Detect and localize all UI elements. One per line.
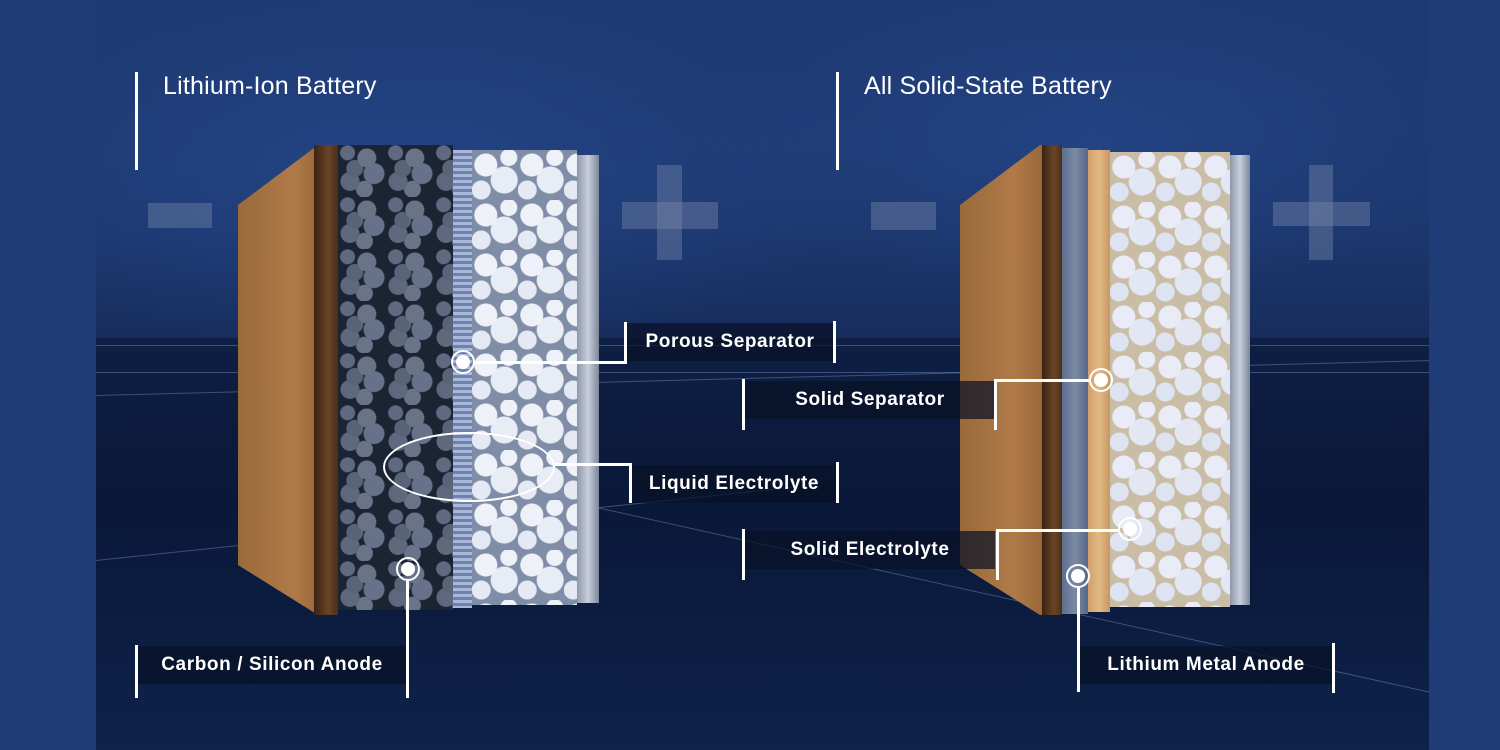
porous-separator-layer: [453, 150, 472, 608]
aluminum-collector-layer: [1230, 155, 1250, 605]
leader-line: [996, 529, 999, 580]
plus-sign-icon: [1309, 165, 1333, 260]
plus-sign-icon: [657, 165, 682, 260]
leader-line: [629, 463, 632, 503]
cathode-layer: [472, 150, 577, 605]
title-accent-bar: [135, 72, 138, 170]
label-end-bar: [1332, 643, 1335, 693]
lithium-metal-anode-label: Lithium Metal Anode: [1080, 646, 1332, 684]
leader-line: [1077, 588, 1080, 692]
copper-collector-edge: [314, 145, 338, 615]
diagram-stage: [96, 0, 1429, 750]
right-border-band: [1429, 0, 1500, 750]
aluminum-collector-layer: [577, 155, 599, 603]
label-start-bar: [135, 645, 138, 698]
left-border-band: [0, 0, 96, 750]
anode-marker-icon: [396, 557, 420, 581]
label-end-bar: [833, 321, 836, 363]
carbon-silicon-anode-layer: [338, 145, 453, 610]
solid-separator-label: Solid Separator: [745, 381, 995, 419]
floor-line: [96, 372, 1429, 373]
leader-line: [994, 379, 1090, 382]
plus-sign-icon: [1273, 202, 1370, 226]
porous-separator-label: Porous Separator: [627, 323, 833, 361]
leader-line: [624, 322, 627, 364]
liquid-electrolyte-label: Liquid Electrolyte: [632, 465, 836, 503]
solid-electrolyte-label: Solid Electrolyte: [745, 531, 995, 569]
label-start-bar: [742, 379, 745, 430]
leader-line: [994, 379, 997, 430]
lithium-metal-anode-marker-icon: [1066, 564, 1090, 588]
leader-line: [996, 529, 1118, 532]
leader-line: [555, 463, 630, 466]
leader-line: [406, 581, 409, 698]
solid-electrolyte-marker-icon: [1118, 517, 1142, 541]
porous-separator-marker-icon: [451, 350, 475, 374]
label-start-bar: [742, 529, 745, 580]
title-accent-bar: [836, 72, 839, 170]
carbon-silicon-anode-label: Carbon / Silicon Anode: [138, 646, 406, 684]
solid-state-title: All Solid-State Battery: [864, 72, 1112, 100]
liquid-electrolyte-region-ellipse: [383, 432, 555, 502]
minus-sign-icon: [871, 202, 936, 230]
leader-line: [475, 361, 627, 364]
lithium-ion-title: Lithium-Ion Battery: [163, 72, 377, 100]
label-end-bar: [836, 462, 839, 503]
solid-separator-marker-icon: [1089, 368, 1113, 392]
plus-sign-icon: [622, 202, 718, 229]
minus-sign-icon: [148, 203, 212, 228]
